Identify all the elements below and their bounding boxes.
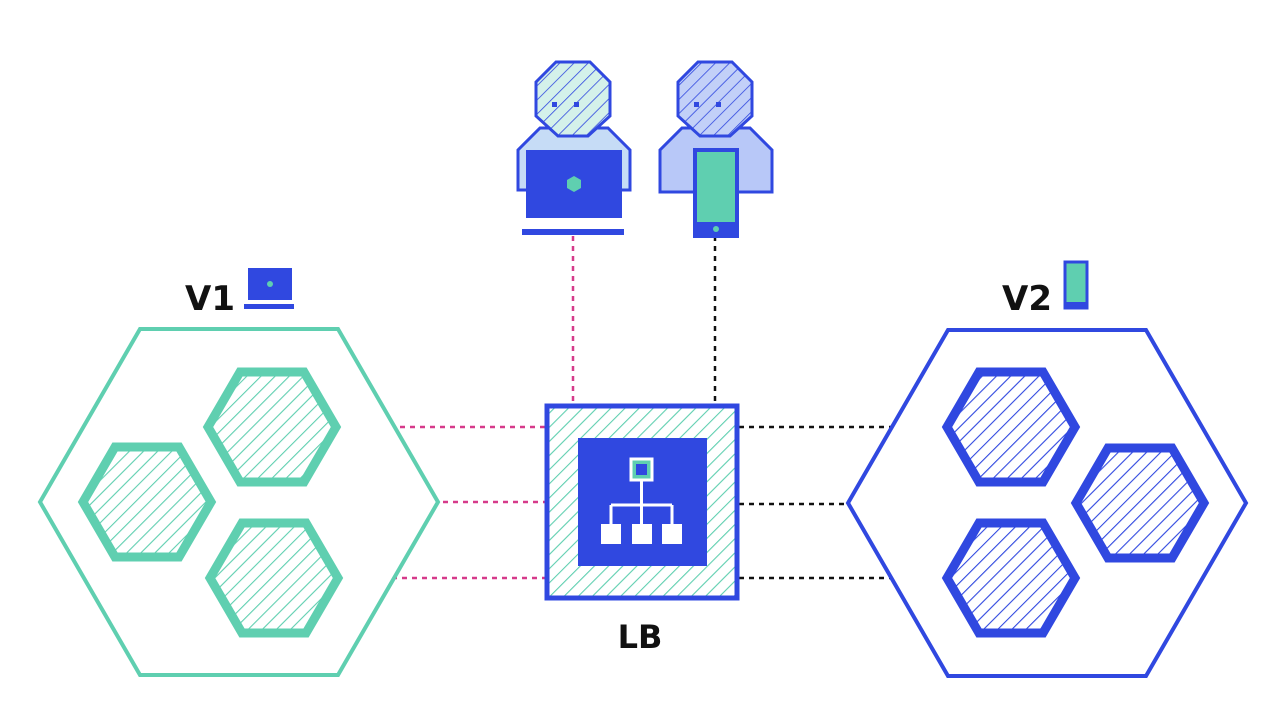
laptop-base — [522, 229, 624, 235]
v1-cluster — [37, 327, 441, 677]
user-with-laptop-icon — [516, 60, 632, 235]
phone-icon — [1063, 260, 1089, 310]
v1-pod-hexagon — [204, 518, 344, 638]
v1-pod-hexagon — [202, 367, 342, 487]
user-with-phone-icon — [658, 60, 774, 238]
v1-pod-hexagon — [77, 442, 217, 562]
v2-label: V2 — [1002, 279, 1052, 319]
v1-label: V1 — [185, 279, 235, 319]
v2-pod-hexagon — [941, 518, 1081, 638]
v2-pod-hexagon — [941, 367, 1081, 487]
lb-label: LB — [618, 618, 663, 656]
phone-device — [693, 148, 739, 238]
load-balancer — [544, 403, 740, 601]
v2-cluster — [845, 328, 1249, 678]
v1-outer-hexagon — [37, 327, 441, 677]
user-head — [676, 60, 754, 138]
v2-outer-hexagon — [845, 328, 1249, 678]
user-head — [534, 60, 612, 138]
network-hierarchy-icon — [601, 457, 682, 544]
v2-pod-hexagon — [1070, 443, 1210, 563]
laptop-icon — [244, 268, 294, 309]
